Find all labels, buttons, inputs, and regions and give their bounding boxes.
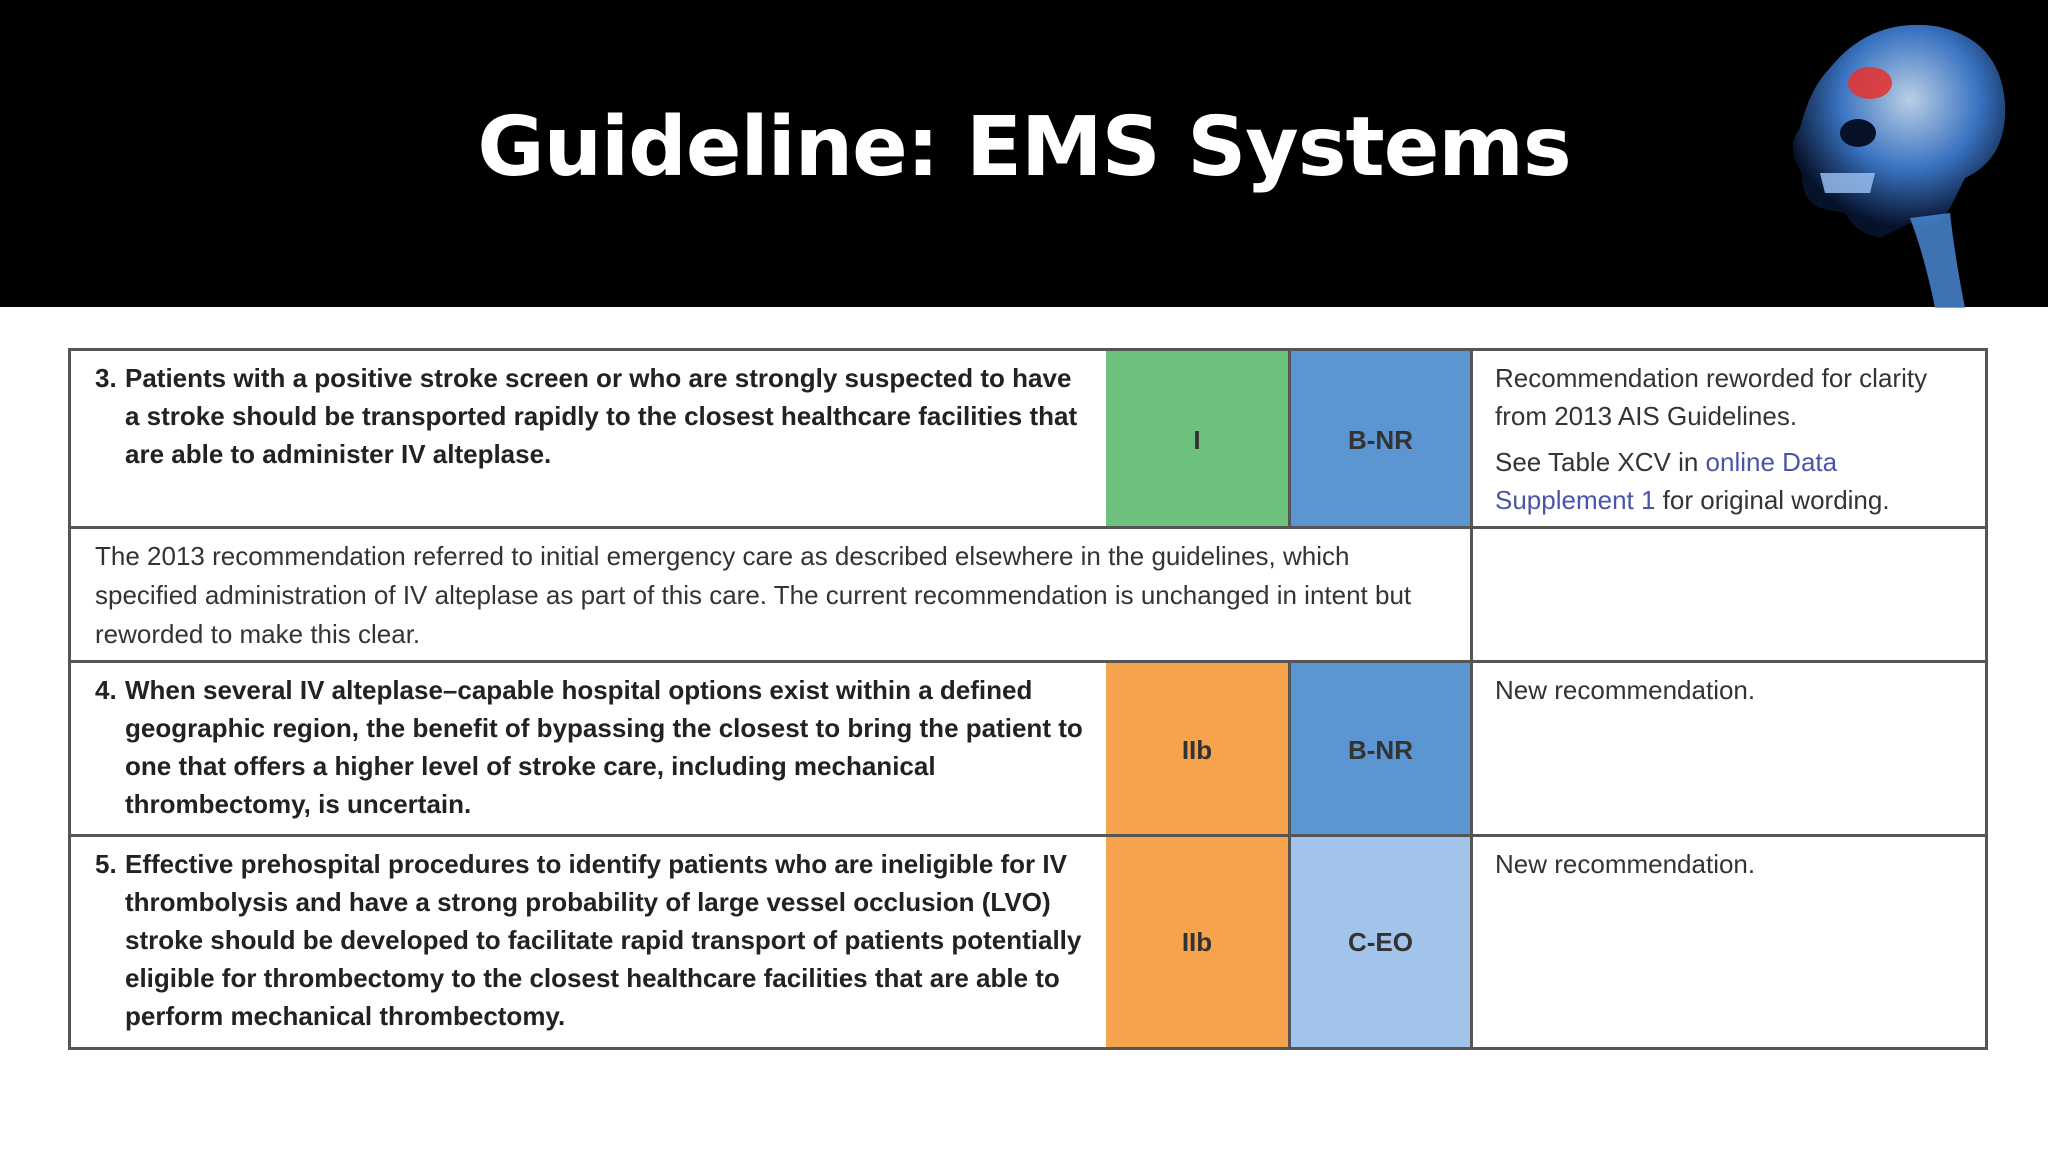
- comment-cell: New recommendation.: [1470, 837, 1988, 1047]
- level-of-evidence: B-NR: [1288, 663, 1470, 837]
- recommendation-cell: 3. Patients with a positive stroke scree…: [68, 351, 1106, 529]
- slide-title: Guideline: EMS Systems: [477, 100, 1571, 195]
- recommendation-number: 4.: [95, 675, 117, 705]
- recommendation-number: 3.: [95, 363, 117, 393]
- class-of-recommendation: IIb: [1106, 837, 1288, 1047]
- level-of-evidence: C-EO: [1288, 837, 1470, 1047]
- skull-xray-image: [1792, 24, 2006, 308]
- recommendation-number: 5.: [95, 849, 117, 879]
- class-of-recommendation: I: [1106, 351, 1288, 529]
- data-supplement-link[interactable]: online Data Supplement 1: [1495, 447, 1838, 515]
- recommendation-text: When several IV alteplase–capable hospit…: [125, 675, 1083, 819]
- comment-text: See Table XCV in online Data Supplement …: [1495, 447, 1890, 515]
- recommendation-cell: 5. Effective prehospital procedures to i…: [68, 837, 1106, 1047]
- level-of-evidence: B-NR: [1288, 351, 1470, 529]
- recommendation-cell: 4. When several IV alteplase–capable hos…: [68, 663, 1106, 837]
- note-cell: The 2013 recommendation referred to init…: [68, 529, 1470, 663]
- table-row: 4. When several IV alteplase–capable hos…: [68, 660, 1988, 837]
- recommendation-text: Patients with a positive stroke screen o…: [125, 363, 1078, 469]
- empty-comment-cell: [1470, 529, 1988, 663]
- comment-text: Recommendation reworded for clarity from…: [1495, 363, 1928, 431]
- recommendations-table: 3. Patients with a positive stroke scree…: [68, 348, 1988, 1050]
- slide-header: Guideline: EMS Systems: [0, 0, 2048, 308]
- recommendation-text: Effective prehospital procedures to iden…: [125, 849, 1082, 1031]
- table-row: 3. Patients with a positive stroke scree…: [68, 348, 1988, 529]
- table-row: 5. Effective prehospital procedures to i…: [68, 834, 1988, 1050]
- table-row: The 2013 recommendation referred to init…: [68, 526, 1988, 663]
- comment-cell: Recommendation reworded for clarity from…: [1470, 351, 1988, 529]
- comment-cell: New recommendation.: [1470, 663, 1988, 837]
- class-of-recommendation: IIb: [1106, 663, 1288, 837]
